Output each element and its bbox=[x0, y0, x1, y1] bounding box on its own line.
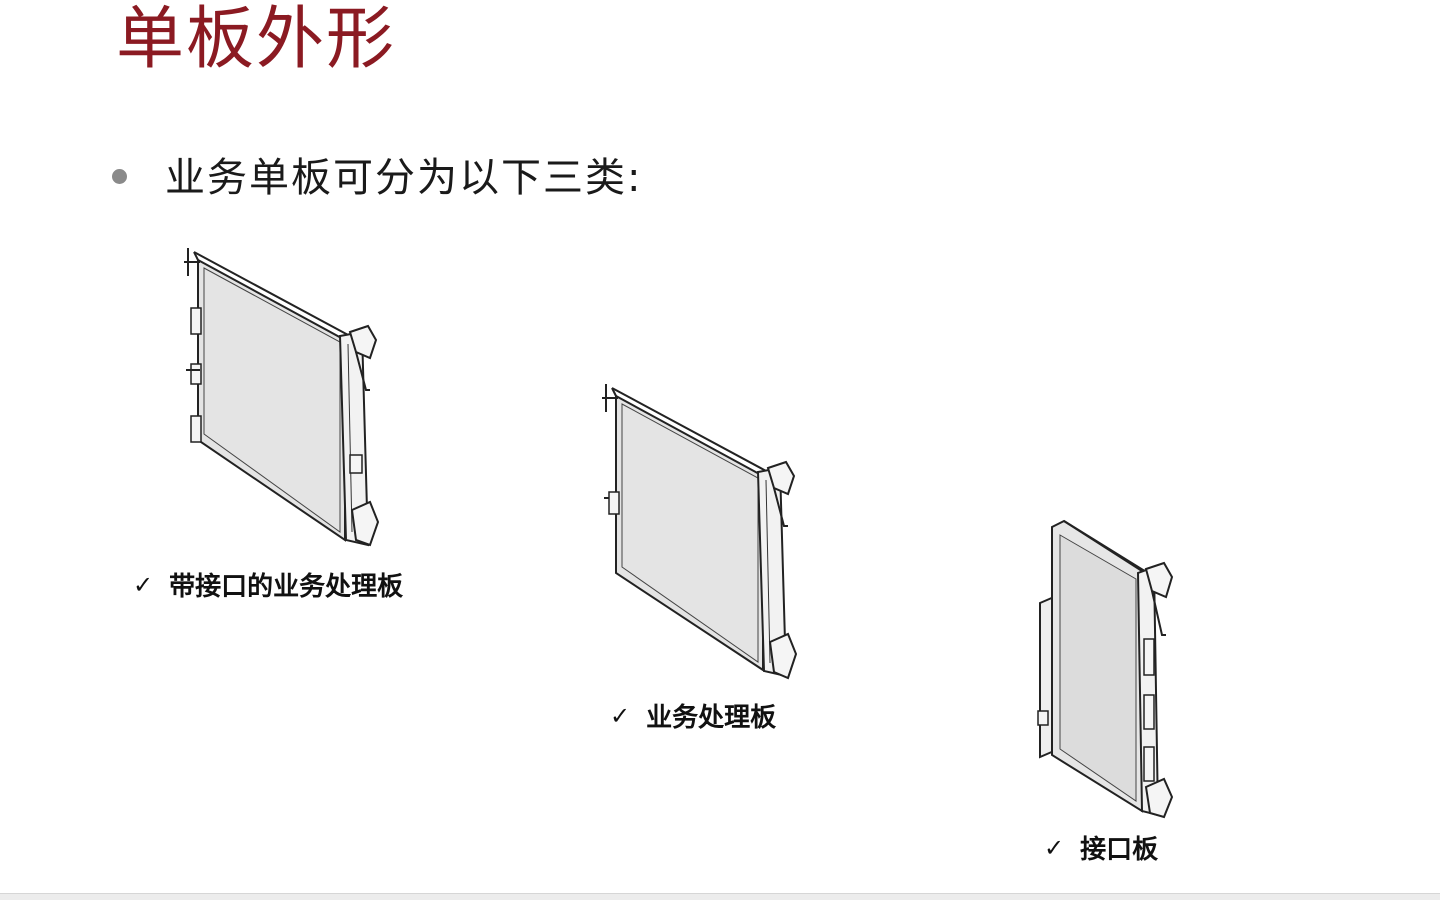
bullet-item: 业务单板可分为以下三类: bbox=[112, 146, 642, 202]
caption-service-board: ✓ 业务处理板 bbox=[610, 697, 776, 734]
caption-label: 接口板 bbox=[1080, 835, 1159, 865]
slide-title: 单板外形 bbox=[116, 0, 397, 79]
bullet-dot-icon bbox=[112, 168, 127, 184]
caption-label: 带接口的业务处理板 bbox=[169, 572, 404, 602]
board-image-service bbox=[598, 378, 803, 688]
check-icon: ✓ bbox=[1044, 833, 1065, 862]
bullet-text: 业务单板可分为以下三类: bbox=[165, 155, 643, 201]
caption-label: 业务处理板 bbox=[646, 703, 777, 733]
board-image-interface bbox=[1030, 515, 1180, 825]
caption-interface-board: ✓ 接口板 bbox=[1044, 829, 1158, 866]
caption-interface-service-board: ✓ 带接口的业务处理板 bbox=[133, 566, 403, 603]
check-icon: ✓ bbox=[133, 570, 154, 599]
board-image-interface-service bbox=[180, 240, 385, 555]
check-icon: ✓ bbox=[610, 701, 631, 730]
bottom-bar bbox=[0, 893, 1440, 900]
